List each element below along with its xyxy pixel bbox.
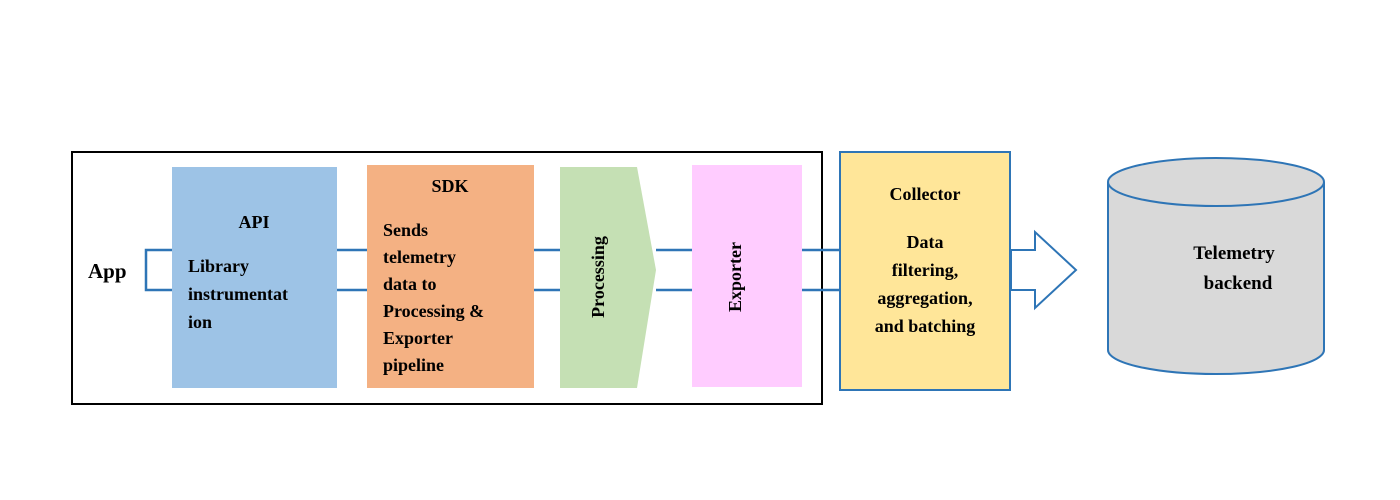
sdk-text-line-2: telemetry: [383, 247, 456, 267]
sdk-box-fill: [367, 165, 534, 388]
sdk-text-line-4: Processing &: [383, 301, 484, 321]
backend-text-line-2: backend: [1204, 273, 1273, 294]
api-text-line-2: instrumentat: [188, 284, 288, 304]
collector-text-line-4: and batching: [875, 316, 976, 336]
connector-lines: [144, 248, 840, 292]
app-label: App: [88, 259, 127, 283]
sdk-text-line-1: Sends: [383, 220, 428, 240]
exporter-stage: Exporter: [692, 165, 802, 387]
api-box: API Library instrumentat ion: [172, 167, 337, 388]
cylinder-top: [1107, 157, 1325, 207]
processing-stage: Processing: [560, 167, 656, 388]
api-text-line-3: ion: [188, 312, 212, 332]
sdk-text-line-5: Exporter: [383, 328, 453, 348]
collector-title: Collector: [890, 184, 961, 204]
backend-text-line-1: Telemetry: [1193, 243, 1275, 264]
processing-label: Processing: [588, 236, 608, 318]
exporter-label: Exporter: [725, 242, 745, 312]
collector-text-line-3: aggregation,: [877, 288, 972, 308]
exporter-box-fill: [692, 165, 802, 387]
collector-box: Collector Data filtering, aggregation, a…: [839, 151, 1011, 391]
sdk-text-line-3: data to: [383, 274, 437, 294]
collector-to-backend-arrow: [1010, 229, 1078, 311]
sdk-title: SDK: [431, 176, 468, 196]
app-bracket: [144, 248, 172, 292]
sdk-box: SDK Sends telemetry data to Processing &…: [367, 165, 534, 388]
api-title: API: [239, 212, 270, 232]
collector-text-line-2: filtering,: [892, 260, 958, 280]
sdk-text-line-6: pipeline: [383, 355, 444, 375]
api-text-line-1: Library: [188, 256, 249, 276]
cylinder-body: [1107, 182, 1325, 375]
api-box-fill: [172, 167, 337, 388]
processing-chevron: [560, 167, 656, 388]
collector-text-line-1: Data: [907, 232, 944, 252]
telemetry-backend-cylinder: Telemetry backend: [1107, 157, 1325, 375]
collector-box-fill: [839, 151, 1011, 391]
